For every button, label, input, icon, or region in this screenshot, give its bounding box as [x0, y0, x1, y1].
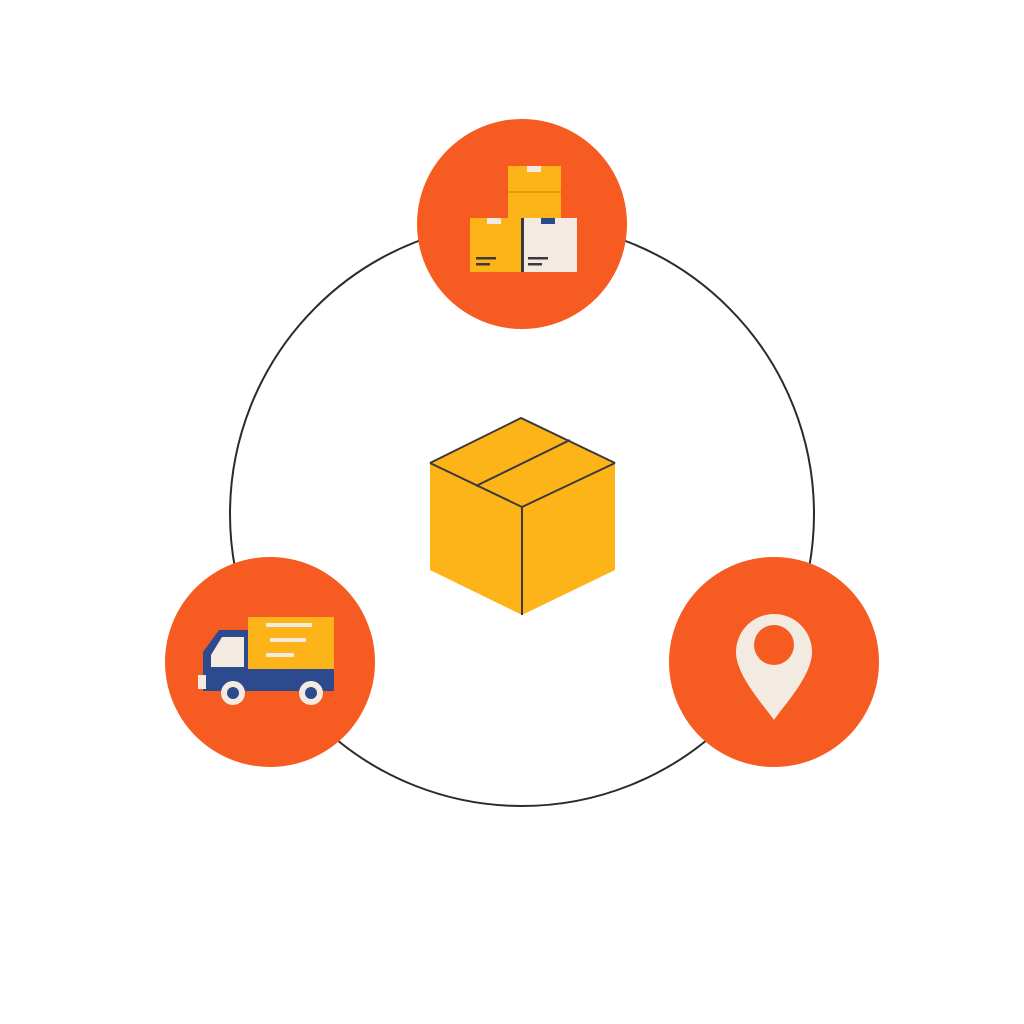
node-warehouse — [417, 119, 627, 329]
node-delivery — [165, 557, 375, 767]
cardboard-box-icon — [429, 416, 616, 615]
stacked-boxes-icon — [470, 166, 577, 272]
delivery-truck-icon — [198, 617, 334, 705]
location-pin-icon — [736, 614, 812, 720]
node-destination — [669, 557, 879, 767]
